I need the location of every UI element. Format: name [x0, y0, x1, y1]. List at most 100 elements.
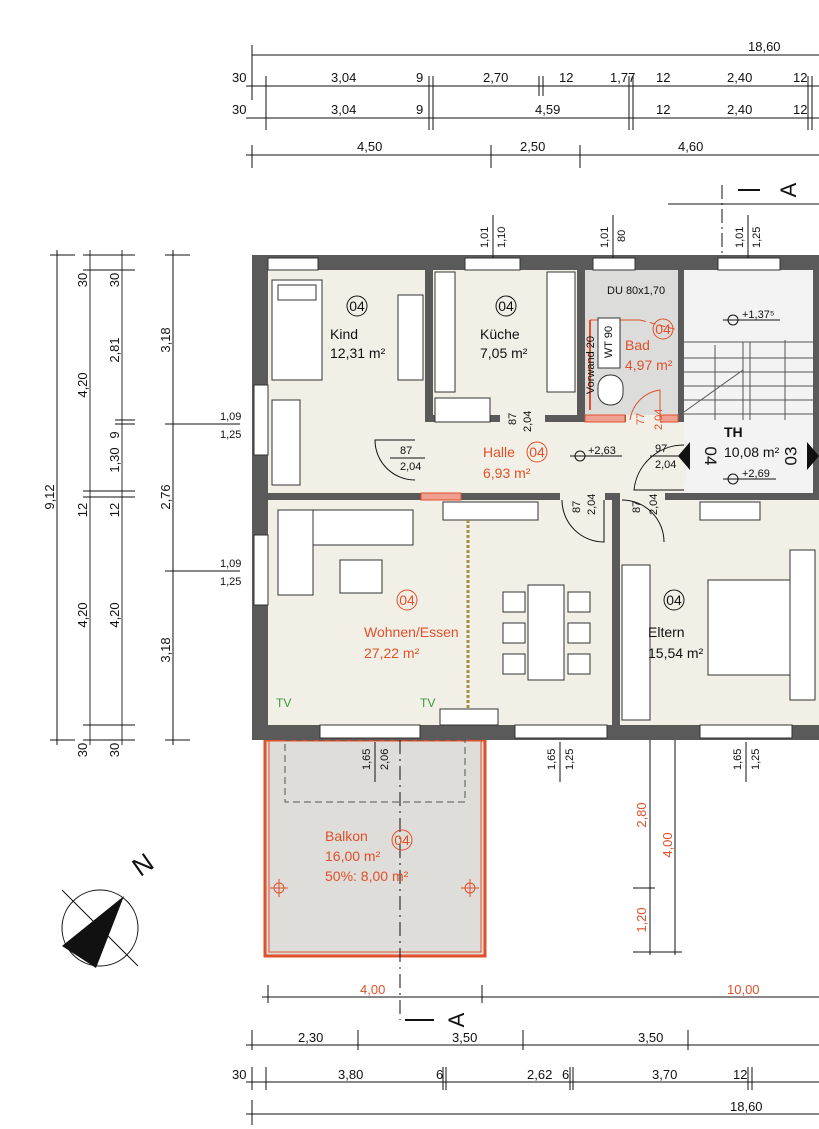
room-tag-kueche: 04 [498, 298, 514, 314]
stair-up-label: 03 [781, 447, 800, 466]
dim-balcony-depth-total: 4,00 [660, 832, 675, 857]
room-half-area-balkon: 50%: 8,00 m² [325, 868, 409, 884]
dim-left-c1-2: 12 [75, 503, 90, 517]
dim-left-c1-3: 4,20 [75, 602, 90, 627]
room-tag-balkon: 04 [394, 832, 410, 848]
door-kueche-h: 2,04 [522, 411, 534, 432]
dim-top-r1-8: 12 [793, 70, 807, 85]
window-eltern-w: 1,65 [732, 749, 744, 770]
door-bad-w: 77 [635, 413, 647, 425]
dim-bottom-r2-4: 6 [562, 1067, 569, 1082]
room-area-kind: 12,31 m² [330, 345, 386, 361]
dim-top-r2-2: 9 [416, 102, 423, 117]
shower-label: DU 80x1,70 [607, 285, 665, 297]
window-kueche-w: 1,01 [479, 227, 491, 248]
door-bad-h: 2,04 [653, 409, 665, 430]
dim-bottom-r2-6: 12 [733, 1067, 747, 1082]
room-area-halle: 6,93 m² [483, 465, 531, 481]
bottom-dimensions: 4,00 10,00 A 2,30 3,50 3,50 30 3,80 6 2,… [232, 982, 819, 1125]
dim-top-r2-6: 12 [793, 102, 807, 117]
room-labels: 04 Kind 12,31 m² 04 Küche 7,05 m² 04 Bad… [330, 295, 780, 661]
window-bad-w: 1,01 [599, 227, 611, 248]
dim-top-r1-5: 1,77 [610, 70, 635, 85]
dim-top-r2-3: 4,59 [535, 102, 560, 117]
room-name-kueche: Küche [480, 326, 520, 342]
basin-label: WT 90 [603, 326, 615, 358]
dim-top-r2-4: 12 [656, 102, 670, 117]
dim-bottom-balcony-1: 10,00 [727, 982, 760, 997]
room-name-bad: Bad [625, 337, 650, 353]
window-wohnen-w: 1,65 [546, 749, 558, 770]
dim-top-r1-6: 12 [656, 70, 670, 85]
room-tag-bad: 04 [655, 321, 671, 337]
window-th-w: 1,01 [734, 227, 746, 248]
level-stair: +1,37⁵ [742, 309, 774, 321]
dim-top-r3-1: 2,50 [520, 139, 545, 154]
dim-bottom-r1-2: 3,50 [638, 1030, 663, 1045]
door-kind-w: 87 [400, 445, 412, 457]
window-wohnen-door-h: 2,06 [379, 749, 391, 770]
window-left1-w: 1,09 [220, 411, 241, 423]
level-halle: +2,63 [588, 445, 616, 457]
dim-left-c2-1: 2,81 [107, 337, 122, 362]
door-th-h: 2,04 [655, 459, 676, 471]
dim-top-r1-7: 2,40 [727, 70, 752, 85]
level-th: +2,69 [742, 468, 770, 480]
room-th [684, 270, 813, 493]
window-th-h: 1,25 [751, 227, 763, 248]
dim-bottom-r2-2: 6 [436, 1067, 443, 1082]
room-halle [415, 422, 684, 493]
room-name-kind: Kind [330, 326, 358, 342]
window-left1-h: 1,25 [220, 429, 241, 441]
room-tag-wohnen: 04 [399, 592, 415, 608]
room-tag-eltern: 04 [666, 592, 682, 608]
window-wohnen-h: 1,25 [564, 749, 576, 770]
section-label-bottom: A [444, 1012, 469, 1027]
window-wohnen-door-w: 1,65 [361, 749, 373, 770]
dim-top-r2-1: 3,04 [331, 102, 356, 117]
room-area-wohnen: 27,22 m² [364, 645, 420, 661]
tv-label-2: TV [420, 696, 435, 710]
room-name-halle: Halle [483, 444, 515, 460]
dim-top-r2-5: 2,40 [727, 102, 752, 117]
window-kueche-h: 1,10 [496, 227, 508, 248]
window-bad-h: 80 [616, 230, 628, 242]
room-name-eltern: Eltern [648, 624, 685, 640]
section-marker-top: A [668, 182, 819, 262]
dim-left-c3-2: 3,18 [158, 637, 173, 662]
dim-top-r2-0: 30 [232, 102, 246, 117]
room-name-th: TH [724, 424, 743, 440]
left-dimensions: 9,12 30 4,20 12 4,20 30 30 2,81 9 1,30 1… [42, 250, 241, 757]
window-labels: 1,01 1,10 1,01 80 1,01 1,25 1,65 2,06 1,… [361, 215, 763, 782]
dim-top-r3-0: 4,50 [357, 139, 382, 154]
balcony-side-dimensions: 2,80 4,00 1,20 [633, 740, 682, 955]
dim-balcony-depth-1: 2,80 [634, 802, 649, 827]
dim-left-c1-4: 30 [75, 743, 90, 757]
room-area-eltern: 15,54 m² [648, 645, 704, 661]
door-eltern-w: 87 [631, 501, 643, 513]
stair-up-arrow-icon [807, 442, 819, 470]
north-label: N [127, 847, 160, 882]
dim-left-c2-5: 4,20 [107, 602, 122, 627]
window-left2-h: 1,25 [220, 576, 241, 588]
dim-bottom-r2-3: 2,62 [527, 1067, 552, 1082]
room-area-kueche: 7,05 m² [480, 345, 528, 361]
dim-top-r1-3: 2,70 [483, 70, 508, 85]
wall-label: Vorwand 20 [585, 336, 597, 394]
dim-bottom-r1-1: 3,50 [452, 1030, 477, 1045]
dim-balcony-depth-2: 1,20 [634, 907, 649, 932]
dim-bottom-total: 18,60 [730, 1099, 763, 1114]
room-area-bad: 4,97 m² [625, 357, 673, 373]
dim-left-c3-1: 2,76 [158, 484, 173, 509]
dim-left-c2-3: 1,30 [107, 447, 122, 472]
dim-top-r1-2: 9 [416, 70, 423, 85]
dim-bottom-r2-0: 30 [232, 1067, 246, 1082]
door-eltern-h: 2,04 [648, 494, 660, 515]
dim-left-c2-6: 30 [107, 743, 122, 757]
dim-left-c1-0: 30 [75, 273, 90, 287]
dim-left-c2-4: 12 [107, 503, 122, 517]
door-labels: 87 2,04 87 2,04 77 2,04 97 2,04 87 2,04 … [390, 409, 690, 515]
dim-top-r1-0: 30 [232, 70, 246, 85]
door-th-w: 97 [655, 443, 667, 455]
